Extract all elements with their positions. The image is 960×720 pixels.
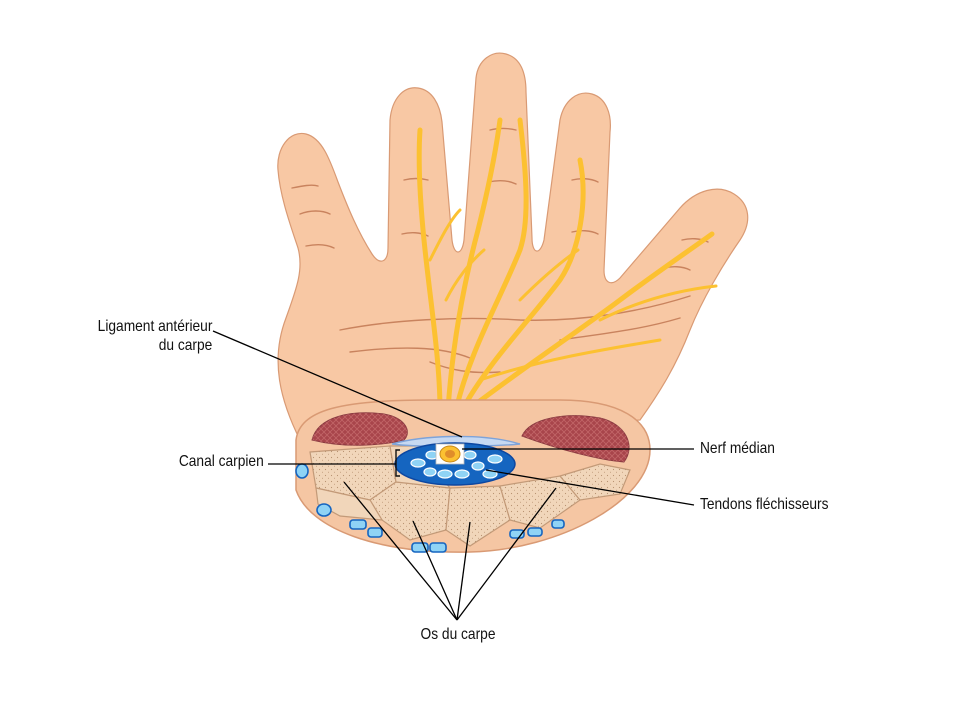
ligament-label-line2: du carpe [158,337,212,354]
canal-label: Canal carpien [179,453,264,470]
flexor-tendons [410,450,503,479]
ligament-label-line1: Ligament antérieur [97,318,212,335]
nerf-label: Nerf médian [700,440,775,457]
os-label: Os du carpe [420,626,496,643]
canal-bracket [395,449,400,477]
median-nerve-section [435,443,465,465]
extensor-tendons [295,463,565,553]
hand-palm [277,52,749,441]
tendons-label: Tendons fléchisseurs [700,496,829,513]
leader-lines [212,330,695,621]
median-nerve-branches [416,117,718,413]
